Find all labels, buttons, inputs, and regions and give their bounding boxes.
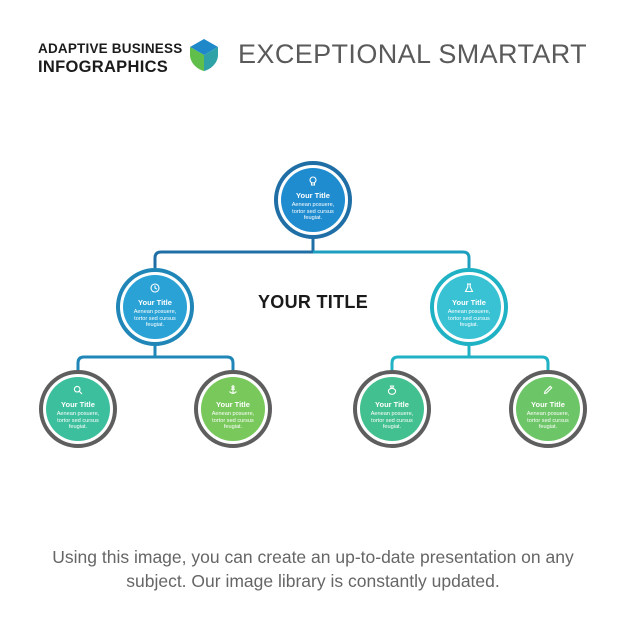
connector-left-lr <box>155 355 235 372</box>
connector-right-rl <box>390 355 469 372</box>
flask-icon <box>464 283 474 293</box>
headline: EXCEPTIONAL SMARTART <box>238 39 588 69</box>
node-fill-lr <box>201 377 265 441</box>
connector-left-ll <box>76 355 155 372</box>
node-title: Your Title <box>452 298 486 307</box>
node-description: Aenean posuere, tortor sed cursus feugia… <box>447 309 491 329</box>
node-description: Aenean posuere, tortor sed cursus feugia… <box>526 411 570 431</box>
magnifier-icon <box>73 385 83 395</box>
node-description: Aenean posuere, tortor sed cursus feugia… <box>291 202 335 222</box>
node-fill-rl <box>360 377 424 441</box>
connector-right-rr <box>469 355 550 372</box>
node-fill-left <box>123 275 187 339</box>
header: ADAPTIVE BUSINESS INFOGRAPHICS EXCEPTION… <box>38 36 598 80</box>
node-description: Aenean posuere, tortor sed cursus feugia… <box>56 411 100 431</box>
clock-icon <box>150 283 160 293</box>
connector-root-right <box>313 250 471 268</box>
brand: ADAPTIVE BUSINESS INFOGRAPHICS <box>38 40 182 76</box>
node-fill-ll <box>46 377 110 441</box>
node-description: Aenean posuere, tortor sed cursus feugia… <box>370 411 414 431</box>
center-title: YOUR TITLE <box>258 292 368 312</box>
node-title: Your Title <box>296 191 330 200</box>
footer-text: Using this image, you can create an up-t… <box>52 547 574 591</box>
node-title: Your Title <box>531 400 565 409</box>
nodes <box>39 161 587 448</box>
node-title: Your Title <box>216 400 250 409</box>
node-fill-root <box>281 168 345 232</box>
pencil-icon <box>543 385 553 395</box>
node-description: Aenean posuere, tortor sed cursus feugia… <box>211 411 255 431</box>
connectors <box>76 237 550 372</box>
node-description: Aenean posuere, tortor sed cursus feugia… <box>133 309 177 329</box>
node-title: Your Title <box>138 298 172 307</box>
node-fill-right <box>437 275 501 339</box>
lightbulb-icon <box>309 176 317 186</box>
node-title: Your Title <box>61 400 95 409</box>
brand-line-2: INFOGRAPHICS <box>38 58 169 76</box>
cube-logo-icon <box>190 39 218 71</box>
node-fill-rr <box>516 377 580 441</box>
brand-line-1: ADAPTIVE BUSINESS <box>38 41 183 56</box>
connector-root-left <box>153 250 313 268</box>
money-bag-icon <box>387 385 397 395</box>
anchor-icon <box>229 385 237 394</box>
node-title: Your Title <box>375 400 409 409</box>
